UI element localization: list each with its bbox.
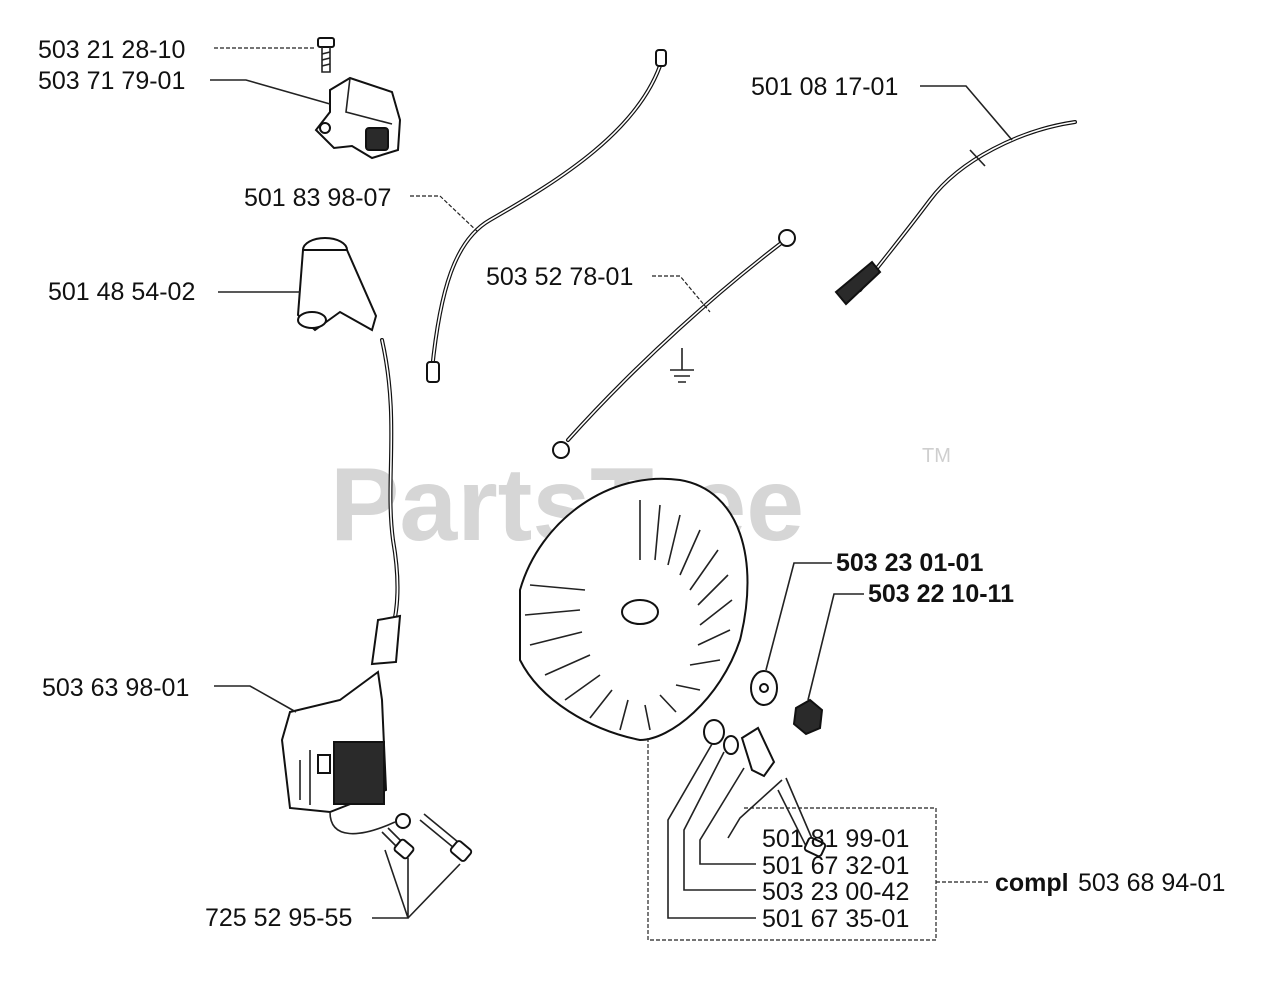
label-lead-a: 501 83 98-07 xyxy=(244,184,391,212)
label-nut: 503 22 10-11 xyxy=(868,580,1014,608)
label-kit-prefix: compl xyxy=(995,869,1069,897)
label-module-screws: 725 52 95-55 xyxy=(205,904,352,932)
flywheel-part xyxy=(519,477,749,742)
switch-housing-part xyxy=(314,76,402,160)
lead-b-part xyxy=(834,120,1077,306)
label-switch-housing: 503 71 79-01 xyxy=(38,67,185,95)
ignition-cable-part xyxy=(370,338,402,666)
watermark-trademark: TM xyxy=(922,445,951,467)
ignition-module-part xyxy=(280,670,411,835)
screw-part xyxy=(317,37,335,73)
label-ignition-module: 503 63 98-01 xyxy=(42,674,189,702)
lead-a-part xyxy=(426,49,667,383)
nut-part xyxy=(792,698,824,736)
label-kit-item-4: 501 67 35-01 xyxy=(762,905,909,933)
washer-part xyxy=(750,670,778,706)
ground-lead-part xyxy=(552,229,796,459)
boot-part xyxy=(296,237,378,332)
label-kit-number: 503 68 94-01 xyxy=(1078,869,1225,897)
kit-parts xyxy=(703,719,827,858)
leader-lines xyxy=(210,47,1013,941)
label-ground-lead: 503 52 78-01 xyxy=(486,263,633,291)
label-boot: 501 48 54-02 xyxy=(48,278,195,306)
label-screw-top: 503 21 28-10 xyxy=(38,36,185,64)
label-washer: 503 23 01-01 xyxy=(836,549,983,577)
label-kit-item-2: 501 67 32-01 xyxy=(762,852,909,880)
label-kit-item-3: 503 23 00-42 xyxy=(762,878,909,906)
label-kit-item-1: 501 81 99-01 xyxy=(762,825,909,853)
label-lead-b: 501 08 17-01 xyxy=(751,73,898,101)
module-screws-part xyxy=(381,813,473,862)
